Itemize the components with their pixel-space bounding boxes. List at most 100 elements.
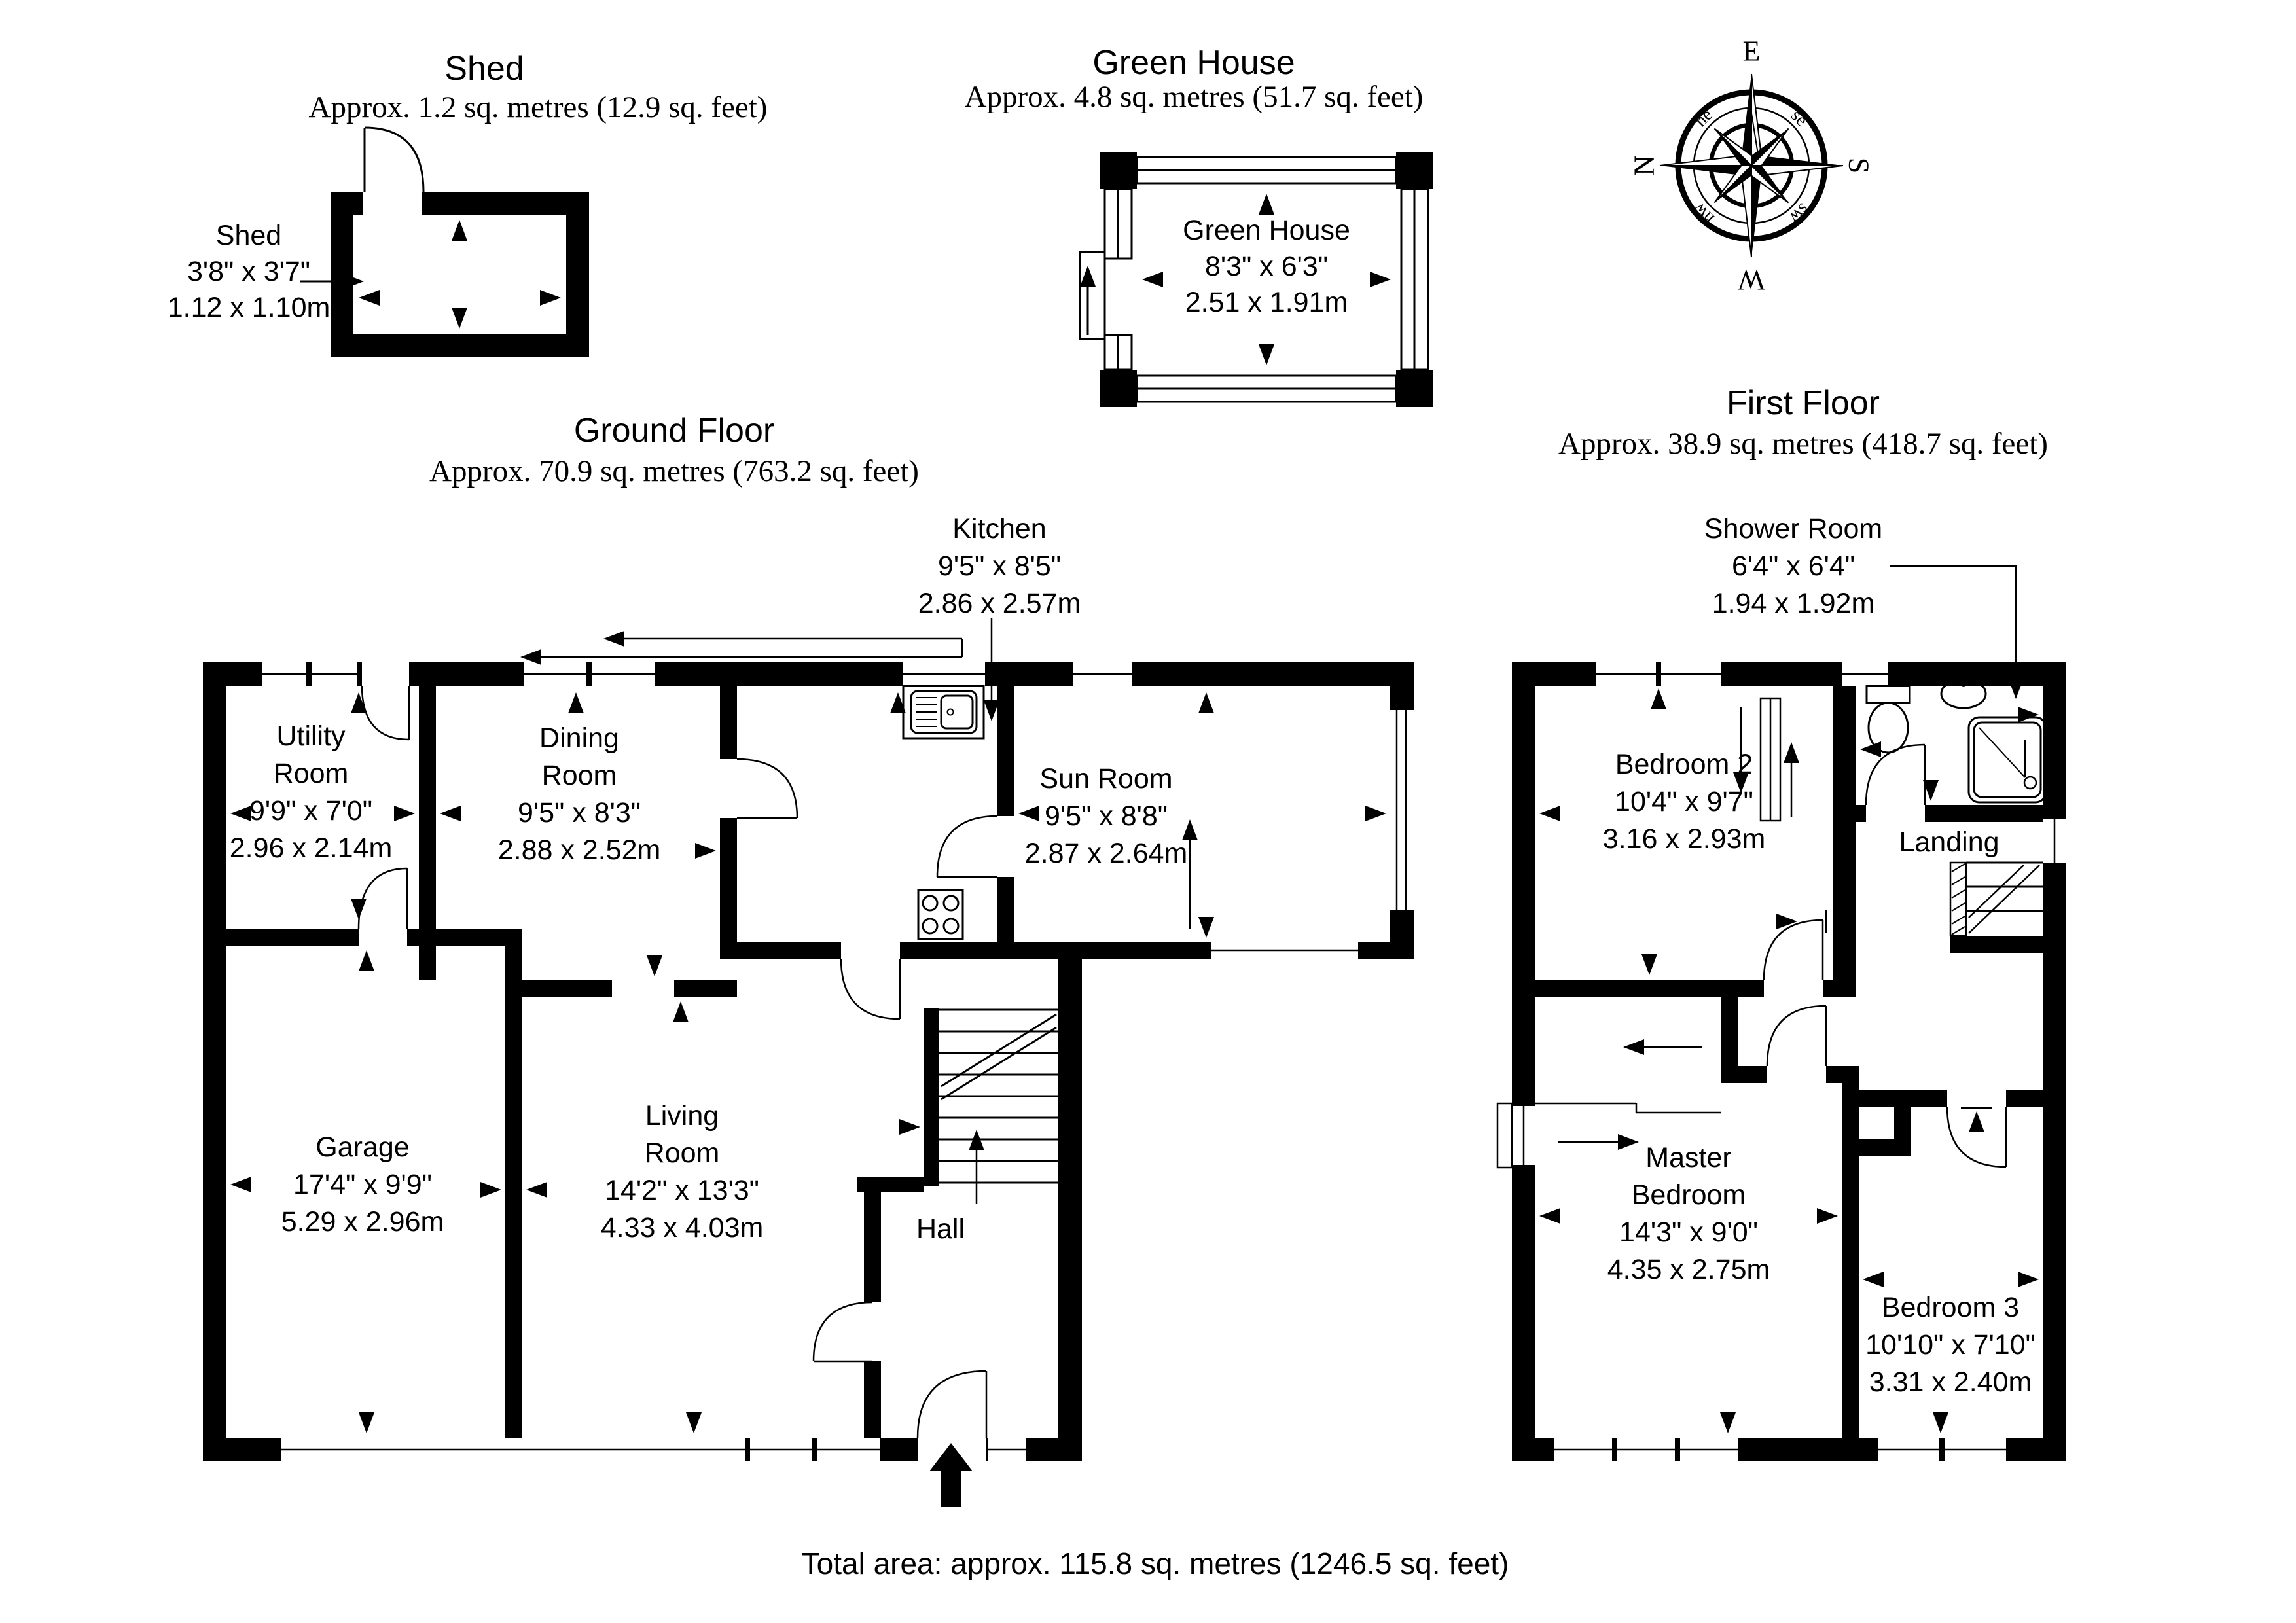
bedroom2-label: Bedroom 2 10'4" x 9'7" 3.16 x 2.93m (1602, 749, 1766, 855)
living-hall-door-swing (812, 1301, 873, 1363)
greenhouse-arrow-right (1370, 272, 1391, 287)
master-door-opening (1767, 1066, 1826, 1083)
bedroom3-door-opening (1947, 1090, 2006, 1107)
bedroom2-door-swing (1763, 919, 1824, 981)
greenhouse-glazed-walls (1079, 156, 1429, 403)
kitchen-metric: 2.86 x 2.57m (918, 588, 1081, 619)
master-side-window-sill (1496, 1102, 1513, 1169)
first-floor-title: First Floor (1727, 384, 1880, 422)
kitchen-name: Kitchen (952, 513, 1047, 544)
overline-arrow-left-1 (603, 631, 624, 647)
greenhouse-subtitle: Approx. 4.8 sq. metres (51.7 sq. feet) (964, 80, 1424, 114)
dining-kitchen-door-swing (736, 758, 798, 819)
shed-arrow-left (359, 290, 380, 306)
shed-door-opening (363, 192, 422, 215)
shower-leader (1890, 565, 2024, 699)
greenhouse-title: Green House (1092, 44, 1295, 82)
greenhouse-label-metric: 2.51 x 1.91m (1185, 287, 1348, 318)
shower-room-imperial: 6'4" x 6'4" (1731, 550, 1855, 582)
cupboard-arrow-up (1784, 742, 1799, 763)
sunroom-slider-arrow (1182, 819, 1198, 929)
greenhouse-arrow-up (1259, 194, 1274, 215)
toilet-icon (1865, 685, 1911, 754)
shed-arrow-right (540, 290, 561, 306)
first-floor-walls (1512, 662, 2066, 1461)
kitchen-hall-door-opening (841, 942, 900, 959)
shed-label-metric: 1.12 x 1.10m (167, 292, 331, 323)
ground-floor-openings (262, 662, 1414, 1461)
bedroom3-label: Bedroom 3 10'10" x 7'10" 3.31 x 2.40m (1865, 1292, 2036, 1398)
dining-living-opening (612, 980, 674, 997)
greenhouse-plan (1079, 152, 1433, 407)
shed-arrow-down (452, 308, 467, 329)
ground-floor-arrows (230, 692, 1386, 1433)
basin-icon (1940, 678, 1987, 709)
first-floor-stairs (1949, 861, 2043, 937)
first-floor-doors (1763, 743, 2007, 1168)
shower-room-name: Shower Room (1704, 513, 1883, 544)
shower-room-callout: Shower Room 6'4" x 6'4" 1.94 x 1.92m (1704, 510, 1882, 622)
shower-room-metric: 1.94 x 1.92m (1712, 588, 1875, 619)
greenhouse-arrow-down (1259, 344, 1274, 365)
dining-window-overlines (531, 637, 963, 658)
bedroom3-door-arrow (1969, 1111, 1984, 1132)
utility-room-label: Utility Room 9'9" x 7'0" 2.96 x 2.14m (229, 721, 393, 864)
master-wardrobe (1535, 1046, 1721, 1143)
greenhouse-corner-blocks (1100, 152, 1433, 407)
greenhouse-arrow-left (1142, 272, 1163, 287)
compass-w-label: W (1738, 264, 1765, 296)
shed-subtitle: Approx. 1.2 sq. metres (12.9 sq. feet) (308, 90, 768, 124)
sun-room-label: Sun Room 9'5" x 8'8" 2.87 x 2.64m (1024, 763, 1188, 869)
ground-floor-subtitle: Approx. 70.9 sq. metres (763.2 sq. feet) (429, 454, 919, 488)
living-hall-door-opening (864, 1302, 881, 1361)
bedroom2-door-opening (1764, 980, 1823, 997)
landing-label: Landing (1899, 827, 2000, 858)
kitchen-sunroom-door-swing (936, 815, 998, 878)
ground-floor-title: Ground Floor (573, 412, 775, 450)
master-door-swing (1766, 1005, 1827, 1067)
wardrobe-slide-arrow-left (1623, 1039, 1644, 1055)
shower-door-opening (1866, 805, 1925, 822)
greenhouse-label: Green House 8'3" x 6'3" 2.51 x 1.91m (1183, 213, 1350, 321)
shed-label-imperial: 3'8" x 3'7" (187, 256, 310, 287)
compass-s-label: S (1842, 157, 1875, 174)
living-room-label: Living Room 14'2" x 13'3" 4.33 x 4.03m (600, 1100, 764, 1243)
ground-floor-stairs (939, 1008, 1058, 1204)
dining-room-label: Dining Room 9'5" x 8'3" 2.88 x 2.52m (497, 722, 661, 866)
kitchen-hall-door-swing (840, 958, 901, 1020)
basin-tap-icon (1960, 680, 1967, 687)
kitchen-imperial: 9'5" x 8'5" (938, 550, 1061, 582)
front-door-swing (916, 1370, 988, 1438)
shower-door-swing (1865, 743, 1926, 806)
utility-garage-door-opening (359, 929, 407, 946)
greenhouse-door-frame (1079, 251, 1106, 340)
shed-label-name: Shed (215, 220, 282, 251)
kitchen-sunroom-door-opening (997, 816, 1014, 877)
greenhouse-label-name: Green House (1183, 215, 1350, 246)
kitchen-leader (984, 618, 999, 721)
back-door-opening (362, 662, 409, 686)
shed-arrow-up (452, 220, 467, 241)
greenhouse-label-imperial: 8'3" x 6'3" (1204, 251, 1328, 282)
master-bedroom-label: Master Bedroom 14'3" x 9'0" 4.35 x 2.75m (1607, 1142, 1770, 1285)
dining-kitchen-door-opening (720, 759, 737, 818)
shower-tray-icon (1967, 716, 2047, 804)
shed-plan (300, 126, 589, 357)
greenhouse-door-arrow (1080, 266, 1096, 287)
hall-label: Hall (916, 1213, 965, 1245)
compass-n-label: N (1628, 155, 1660, 176)
shed-title: Shed (444, 50, 524, 88)
first-floor-openings (1496, 662, 2066, 1461)
shed-label: Shed 3'8" x 3'7" 1.12 x 1.10m (168, 218, 331, 326)
garage-label: Garage 17'4" x 9'9" 5.29 x 2.96m (281, 1132, 444, 1238)
ground-floor-doors (357, 685, 998, 1438)
kitchen-hob-icon (917, 889, 964, 940)
compass-star (1659, 73, 1844, 258)
back-door-swing (361, 685, 410, 741)
compass-e-label: E (1742, 35, 1761, 67)
bedroom2-cupboard (1740, 697, 1793, 822)
first-floor-subtitle: Approx. 38.9 sq. metres (418.7 sq. feet) (1558, 427, 2048, 461)
kitchen-callout: Kitchen 9'5" x 8'5" 2.86 x 2.57m (918, 510, 1081, 622)
ground-floor-plan (203, 618, 1414, 1507)
